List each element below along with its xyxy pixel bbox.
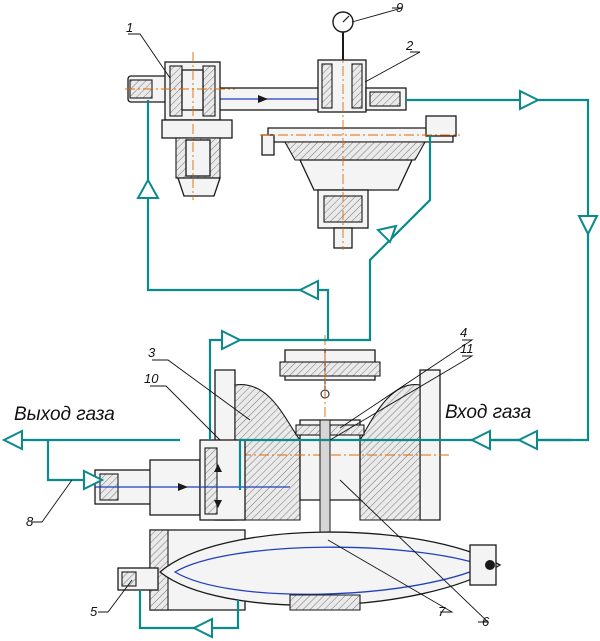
stabilizer-1: [125, 52, 235, 200]
flow-arrow-right-mid: [221, 329, 243, 351]
flow-arrow-diagonal: [376, 224, 398, 244]
diaphragm-chamber: [117, 529, 502, 611]
callout-5: 5: [90, 604, 98, 619]
inlet-flange: [419, 369, 441, 521]
callout-leaders: [32, 7, 490, 623]
callout-1: 1: [126, 20, 133, 35]
main-regulator: [94, 335, 502, 611]
callout-7: 7: [438, 604, 446, 619]
callout-6: 6: [482, 614, 490, 629]
callout-9: 9: [396, 0, 403, 15]
flow-arrow-up-left: [136, 177, 160, 199]
callout-numbers: 1 2 3 4 5 6 7 8 9 10 11: [26, 0, 490, 629]
callout-3: 3: [148, 345, 156, 360]
impulse-piping: [1, 89, 599, 639]
flow-arrow-right-top: [519, 89, 541, 111]
gas-inlet-label: Вход газа: [445, 402, 531, 423]
pilot-2: [260, 48, 460, 250]
outlet-nozzle-10: [94, 439, 290, 521]
flow-arrow-sense: [83, 469, 105, 491]
callout-11: 11: [460, 341, 474, 356]
pilot-assembly: [125, 11, 460, 250]
flow-arrow-inlet-2: [469, 429, 491, 451]
callout-2: 2: [405, 38, 414, 53]
callout-8: 8: [26, 514, 34, 529]
manometer-9: [332, 11, 354, 60]
flow-arrow-outlet: [1, 429, 23, 451]
flow-arrow-down-right: [577, 215, 599, 237]
flow-arrow-bottom: [191, 617, 213, 639]
flow-arrow-inlet: [516, 429, 538, 451]
gas-outlet-label: Выход газа: [14, 404, 115, 425]
pilot-flow-arrow: [258, 95, 268, 103]
callout-10: 10: [144, 371, 159, 386]
callout-4: 4: [460, 325, 467, 340]
flow-arrow-left-mid: [297, 279, 319, 301]
